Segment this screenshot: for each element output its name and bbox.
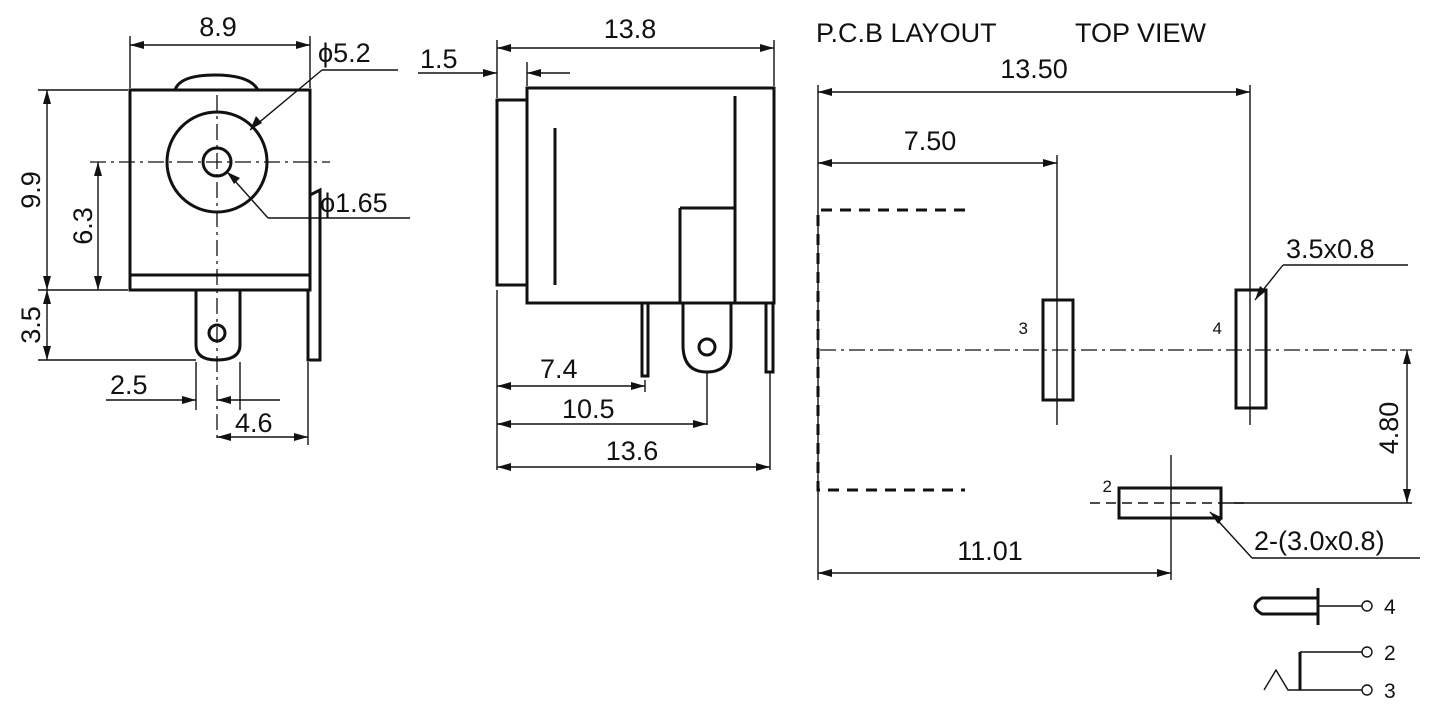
pin-b-label: 10.5	[562, 394, 615, 424]
front-width-label: 8.9	[199, 12, 237, 42]
pcb-subtitle: TOP VIEW	[1075, 18, 1207, 48]
front-body	[128, 88, 312, 277]
pcb-layout: P.C.B LAYOUT TOP VIEW 13.50 7.50 3 4 2 3…	[816, 18, 1420, 580]
pin-a-label: 7.4	[540, 354, 578, 384]
side-pin-2-hole	[697, 337, 717, 357]
pad3-distance-label: 7.50	[904, 126, 957, 156]
pcb-width-label: 13.50	[1000, 54, 1068, 84]
offset-a-label: 2.5	[110, 370, 148, 400]
side-length-label: 13.8	[604, 14, 657, 44]
side-body	[525, 86, 776, 305]
side-pin-3	[764, 303, 775, 374]
terminal-3-circle	[1361, 684, 1373, 696]
schematic-pin-2: 2	[1384, 642, 1396, 665]
pin-diameter-label: ϕ1.65	[320, 188, 388, 218]
schematic-pin-4: 4	[1384, 596, 1396, 619]
side-flange	[495, 98, 529, 287]
bore-diameter-label: ϕ5.2	[318, 38, 371, 68]
pad2-distance-label: 11.01	[957, 536, 1023, 566]
pin-c-label: 13.6	[606, 436, 659, 466]
pad2-size-label: 2-(3.0x0.8)	[1254, 526, 1385, 556]
schematic-symbol: 4 2 3	[1253, 588, 1396, 703]
terminal-length-label: 3.5	[16, 306, 46, 344]
pad4-size-label: 3.5x0.8	[1286, 234, 1375, 264]
front-base	[128, 273, 312, 292]
front-view: 8.9 ϕ5.2 ϕ1.65 9.9 6.3 3.5 2.5	[16, 12, 410, 445]
side-pin-1	[640, 303, 650, 378]
pad-4-label: 4	[1213, 319, 1222, 338]
front-height-label: 9.9	[16, 171, 46, 209]
pad-3-label: 3	[1019, 319, 1028, 338]
pad2-offset-label: 4.80	[1374, 402, 1404, 455]
pad-2-label: 2	[1103, 477, 1112, 496]
front-side-tab	[306, 187, 322, 362]
offset-b-label: 4.6	[235, 408, 273, 438]
jack-outline	[816, 208, 965, 492]
pcb-title: P.C.B LAYOUT	[816, 18, 997, 48]
flange-label: 1.5	[420, 44, 458, 74]
schematic-pin-3: 3	[1384, 680, 1396, 703]
center-height-label: 6.3	[68, 207, 98, 245]
side-view: 13.8 1.5 7.4 10.5 13.6	[418, 14, 776, 471]
plug-symbol	[1253, 596, 1318, 616]
terminal-4-circle	[1361, 600, 1373, 612]
front-top-bump	[173, 73, 260, 91]
pad-3	[1041, 298, 1075, 402]
pad-4	[1234, 288, 1268, 410]
terminal-2-circle	[1361, 646, 1373, 658]
switch-symbol	[1263, 668, 1362, 691]
